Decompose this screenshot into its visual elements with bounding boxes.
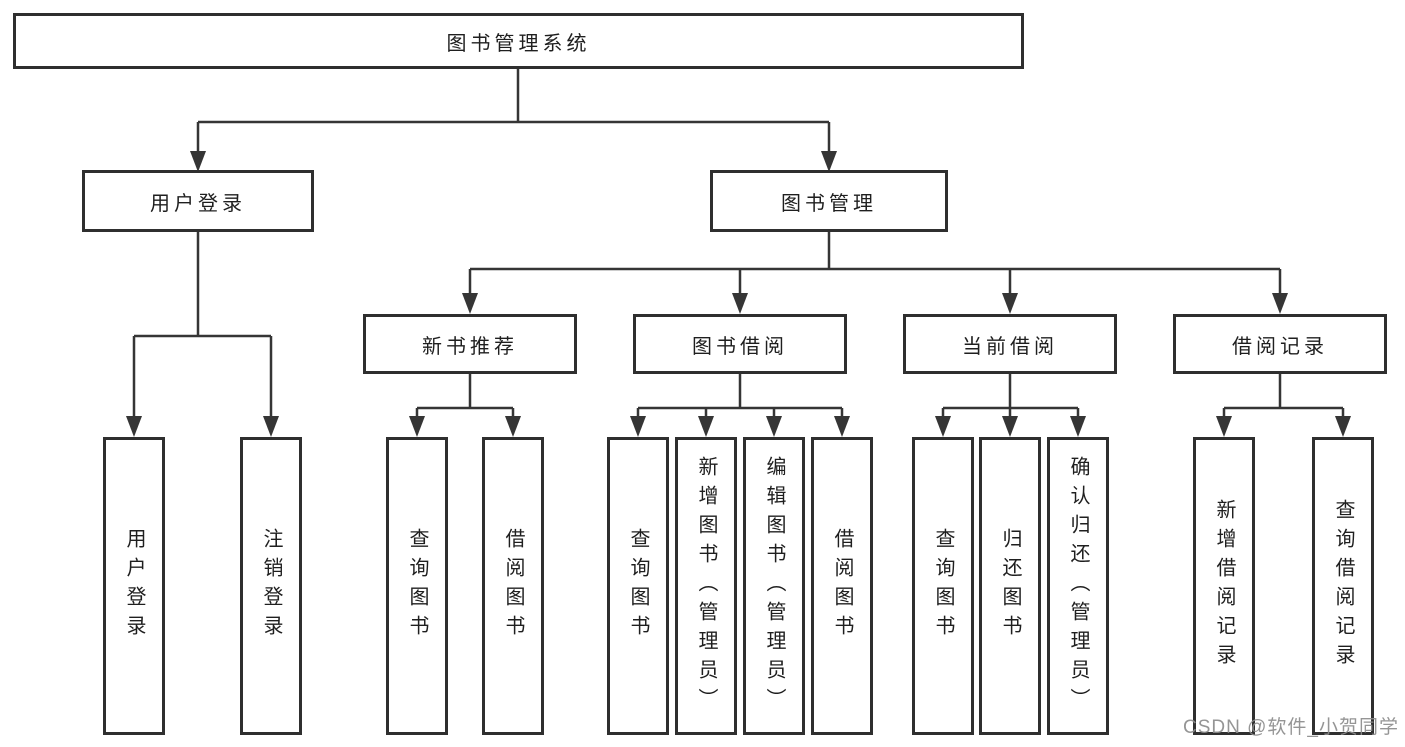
node-library-system: 图书管理系统 xyxy=(13,13,1024,69)
leaf-label: 新增图书（管理员） xyxy=(695,455,717,717)
node-book-management: 图书管理 xyxy=(710,170,948,232)
leaf-confirm-return-admin: 确认归还（管理员） xyxy=(1047,437,1109,735)
leaf-label: 查询图书 xyxy=(406,528,428,644)
node-new-book-recommend: 新书推荐 xyxy=(363,314,577,374)
leaf-label: 注销登录 xyxy=(260,528,282,644)
leaf-label: 用户登录 xyxy=(123,528,145,644)
node-current-borrowing: 当前借阅 xyxy=(903,314,1117,374)
tree-edges xyxy=(132,69,1345,422)
leaf-label: 借阅图书 xyxy=(502,528,524,644)
leaf-label: 查询借阅记录 xyxy=(1332,499,1354,673)
leaf-query-borrow-record: 查询借阅记录 xyxy=(1312,437,1374,735)
node-borrowing-records: 借阅记录 xyxy=(1173,314,1387,374)
node-user-login: 用户登录 xyxy=(82,170,314,232)
leaf-label: 编辑图书（管理员） xyxy=(763,455,785,717)
leaf-query-books-borrowing: 查询图书 xyxy=(607,437,669,735)
leaf-label: 查询图书 xyxy=(627,528,649,644)
leaf-label: 归还图书 xyxy=(999,528,1021,644)
leaf-return-books: 归还图书 xyxy=(979,437,1041,735)
node-book-borrowing: 图书借阅 xyxy=(633,314,847,374)
leaf-label: 查询图书 xyxy=(932,528,954,644)
leaf-borrow-books-borrowing: 借阅图书 xyxy=(811,437,873,735)
leaf-borrow-books-recommend: 借阅图书 xyxy=(482,437,544,735)
leaf-edit-books-admin: 编辑图书（管理员） xyxy=(743,437,805,735)
leaf-label: 确认归还（管理员） xyxy=(1067,455,1089,717)
csdn-watermark: CSDN @软件_小贺同学 xyxy=(1183,717,1399,738)
leaf-user-login: 用户登录 xyxy=(103,437,165,735)
leaf-label: 新增借阅记录 xyxy=(1213,499,1235,673)
leaf-label: 借阅图书 xyxy=(831,528,853,644)
leaf-add-books-admin: 新增图书（管理员） xyxy=(675,437,737,735)
leaf-add-borrow-record: 新增借阅记录 xyxy=(1193,437,1255,735)
leaf-query-books-current: 查询图书 xyxy=(912,437,974,735)
leaf-query-books-recommend: 查询图书 xyxy=(386,437,448,735)
leaf-logout: 注销登录 xyxy=(240,437,302,735)
